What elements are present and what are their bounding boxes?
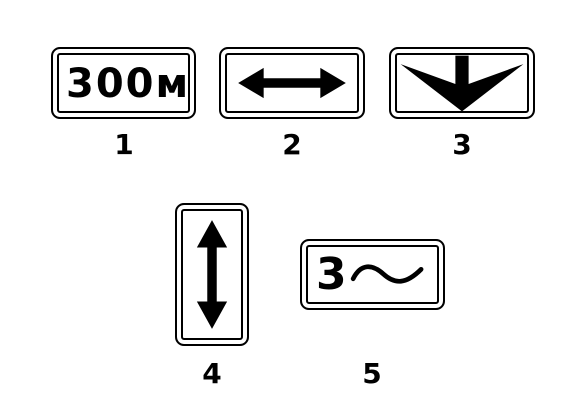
sign-3-number: 3: [452, 128, 472, 161]
double-arrow-horizontal-icon: [238, 67, 346, 99]
sign-3-plate: [389, 47, 535, 119]
wavy-line-icon: [350, 264, 424, 284]
sign-1-distance-plate: 300м: [51, 47, 196, 119]
sign-4-plate: [175, 203, 249, 346]
sign-1-number: 1: [114, 128, 134, 161]
sign-4-number: 4: [202, 357, 222, 390]
sign-5-number: 5: [362, 357, 382, 390]
sign-5-text: 3: [316, 249, 347, 300]
arrow-down-icon: [400, 55, 524, 112]
sign-2-number: 2: [282, 128, 302, 161]
sign-5-plate: 3: [300, 239, 445, 310]
sign-1-text: 300м: [66, 61, 191, 107]
double-arrow-vertical-icon: [196, 220, 228, 329]
sign-2-plate: [219, 47, 365, 119]
